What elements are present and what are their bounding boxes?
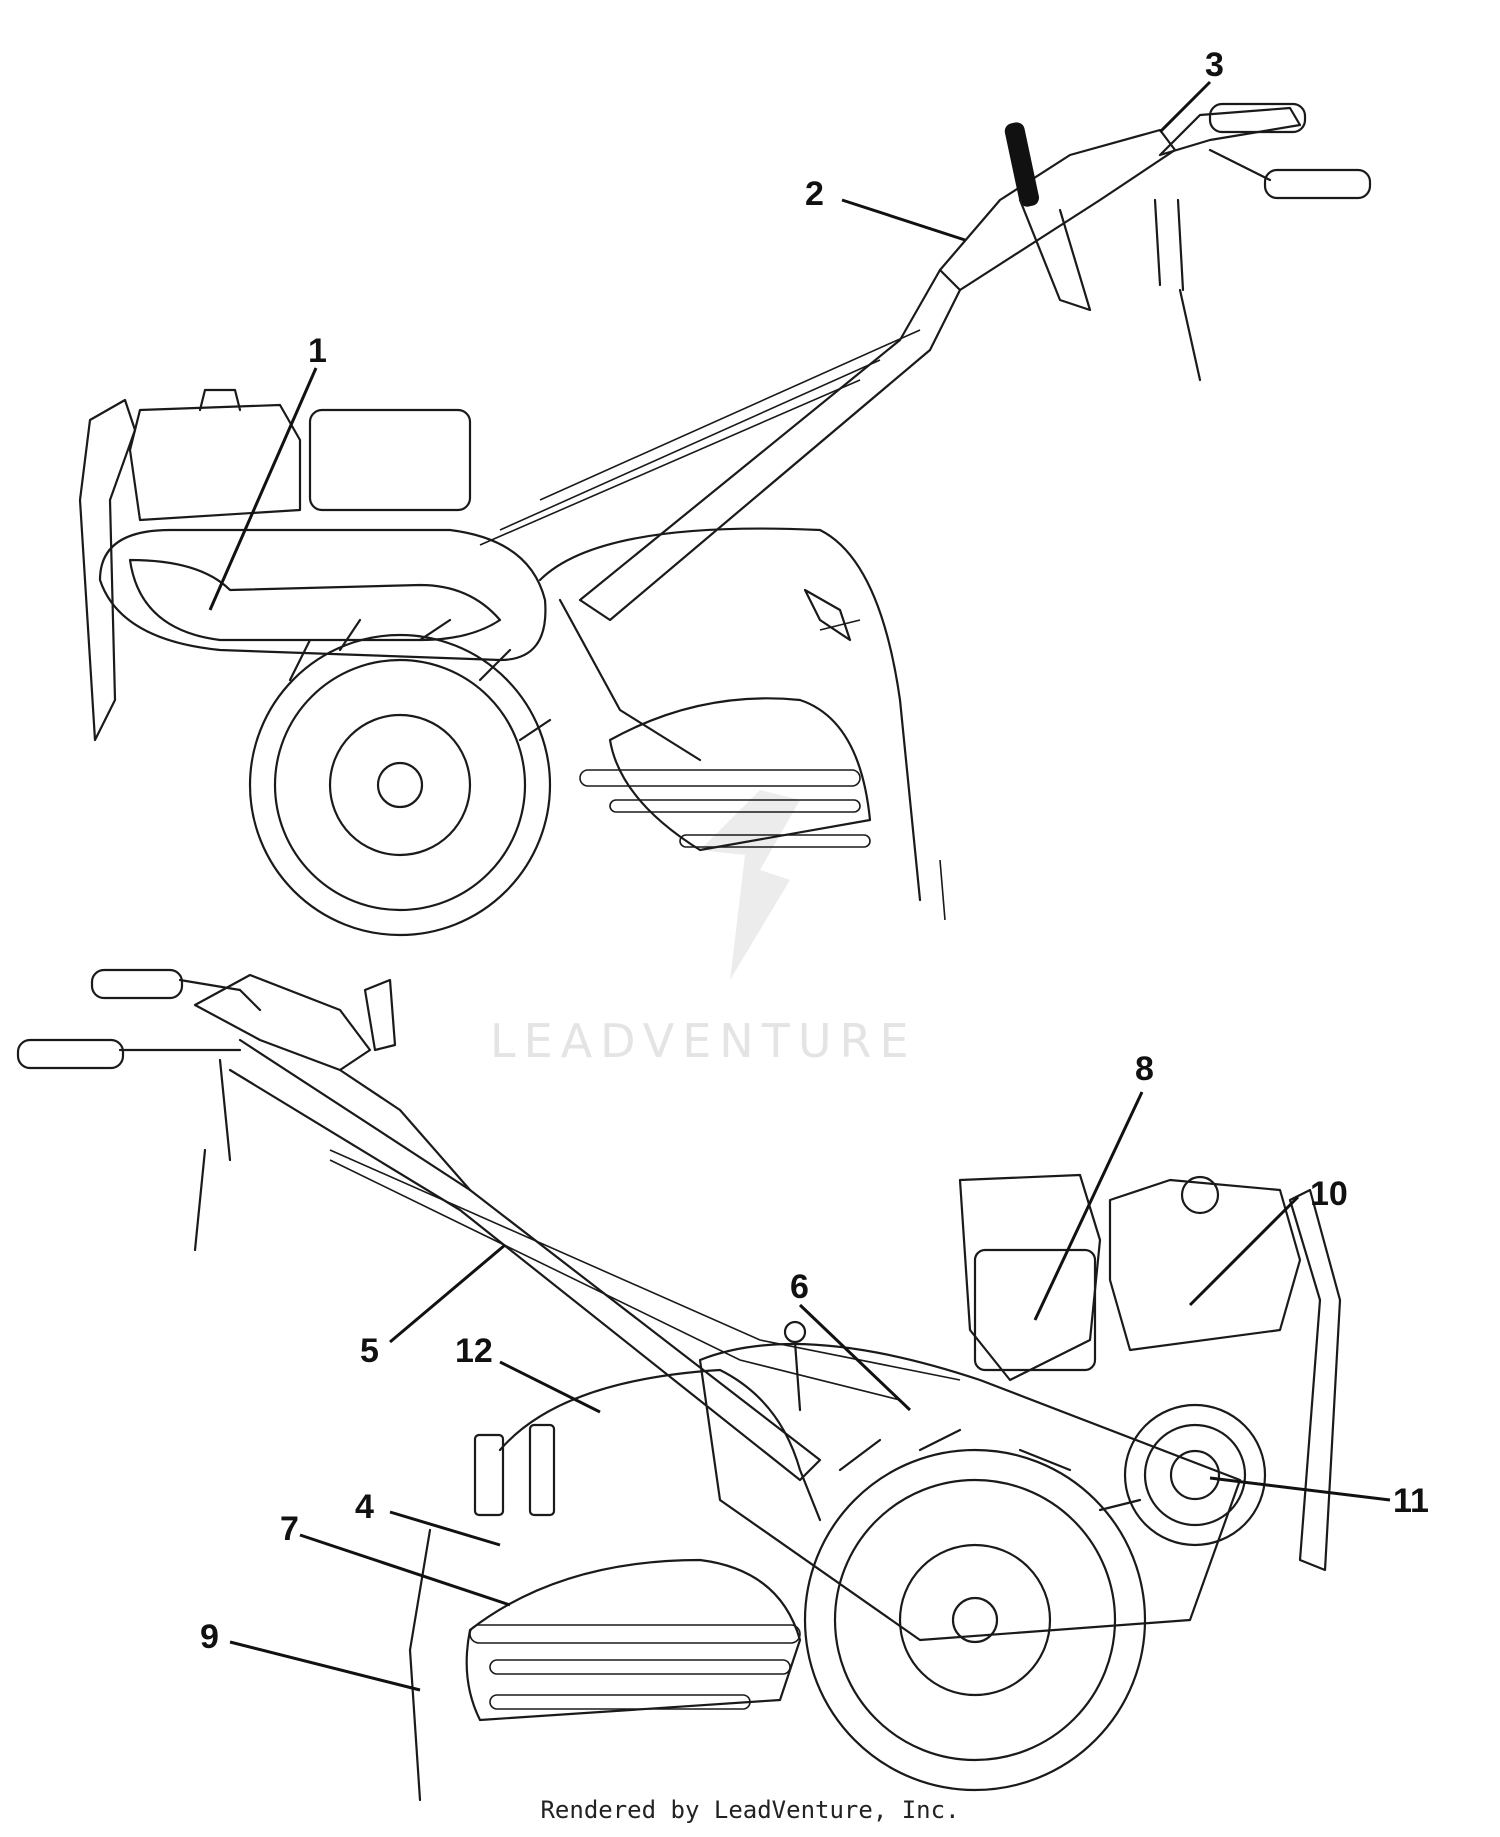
leader-3 — [1158, 80, 1212, 134]
leader-12 — [499, 1360, 601, 1414]
footer-credit: Rendered by LeadVenture, Inc. — [540, 1796, 960, 1824]
watermark: LEADVENTURE — [490, 790, 917, 1068]
callout-5: 5 — [360, 1332, 379, 1370]
leader-10 — [1188, 1195, 1300, 1307]
callout-4: 4 — [355, 1488, 374, 1526]
callout-9: 9 — [200, 1618, 219, 1656]
callout-3: 3 — [1205, 46, 1224, 84]
callout-numbers: 1 2 3 4 5 6 7 8 9 10 11 12 — [200, 46, 1429, 1656]
leader-6 — [798, 1303, 912, 1412]
leader-5 — [389, 1243, 506, 1344]
callout-7: 7 — [280, 1510, 299, 1548]
leader-8 — [1033, 1091, 1144, 1321]
leader-9 — [229, 1640, 421, 1692]
callout-1: 1 — [308, 332, 327, 370]
leader-11 — [1209, 1476, 1391, 1502]
leader-1 — [208, 367, 318, 611]
bottom-tiller-view — [16, 968, 1342, 1802]
callout-11: 11 — [1393, 1482, 1429, 1520]
callout-12: 12 — [455, 1332, 493, 1370]
leader-7 — [299, 1533, 511, 1607]
watermark-text: LEADVENTURE — [490, 1014, 917, 1068]
callout-8: 8 — [1135, 1050, 1154, 1088]
top-tiller-view — [78, 102, 1372, 937]
leader-lines — [208, 80, 1391, 1692]
callout-10: 10 — [1310, 1175, 1348, 1213]
leader-2 — [841, 198, 966, 242]
callout-6: 6 — [790, 1268, 809, 1306]
callout-2: 2 — [805, 175, 824, 213]
leader-4 — [389, 1510, 501, 1547]
